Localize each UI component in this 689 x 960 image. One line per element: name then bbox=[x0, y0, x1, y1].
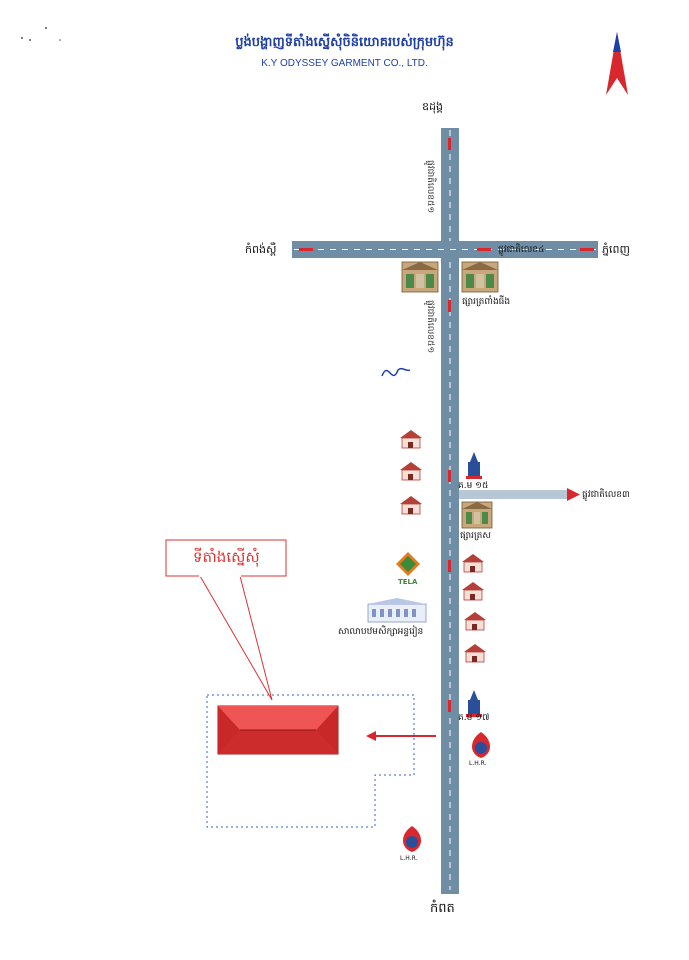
lhr-1-label: L.H.R. bbox=[469, 760, 487, 767]
market-1-label: ផ្សារត្រពាំងធីង bbox=[462, 297, 511, 307]
site-callout bbox=[165, 539, 287, 701]
lhr-2-label: L.H.R. bbox=[400, 855, 418, 862]
tela-logo-text: TELA bbox=[398, 578, 418, 586]
main-road-horizontal bbox=[292, 241, 598, 258]
road-direction-arrows bbox=[299, 138, 594, 712]
access-arrow bbox=[366, 731, 436, 741]
tela-logo-icon bbox=[396, 552, 420, 576]
km17-label: គ.ម ១៧ bbox=[458, 713, 490, 723]
map-title-english: K.Y ODYSSEY GARMENT CO., LTD. bbox=[261, 58, 428, 69]
site-callout-label: ទីតាំងស្នើសុំ bbox=[193, 548, 260, 566]
map-title-khmer: ប្លង់បង្ហាញទីតាំងស្នើសុំចិនិយោគរបស់ក្រុម… bbox=[235, 35, 454, 50]
north-direction-label: ឧដុង្គ bbox=[422, 100, 443, 113]
north-arrow-icon bbox=[606, 32, 628, 95]
school-label: សាលាបឋមសិក្សាអន្ទរៀន bbox=[338, 627, 424, 637]
market-icon bbox=[401, 261, 499, 529]
south-direction-label: កំពត bbox=[430, 901, 455, 916]
signature-mark bbox=[381, 367, 411, 377]
site-boundary bbox=[206, 694, 415, 828]
lhr-logo-icon bbox=[403, 732, 490, 852]
km15-label: គ.ម ១៥ bbox=[458, 481, 489, 491]
side-road bbox=[459, 490, 567, 499]
scan-specks bbox=[21, 27, 61, 41]
school-icon bbox=[367, 598, 427, 623]
proposed-site-building bbox=[217, 705, 339, 755]
north-road-label: ផ្លូវជាតិលេខ៥១ bbox=[425, 160, 435, 214]
market-2-label: ផ្សារត្រស bbox=[460, 531, 491, 541]
pagoda-icon bbox=[466, 452, 482, 717]
main-road-vertical bbox=[441, 128, 459, 894]
east-direction-label: ភ្នំពេញ bbox=[602, 243, 630, 256]
side-road-label: ផ្លូវជាតិលេខ៣ bbox=[582, 490, 630, 500]
west-direction-label: កំពង់ស្ពឺ bbox=[245, 243, 277, 256]
south-road-label: ផ្លូវជាតិលេខ៥១ bbox=[425, 300, 435, 354]
house-icon bbox=[400, 430, 486, 663]
east-road-label: ផ្លូវជាតិលេខ៤ bbox=[498, 245, 545, 255]
